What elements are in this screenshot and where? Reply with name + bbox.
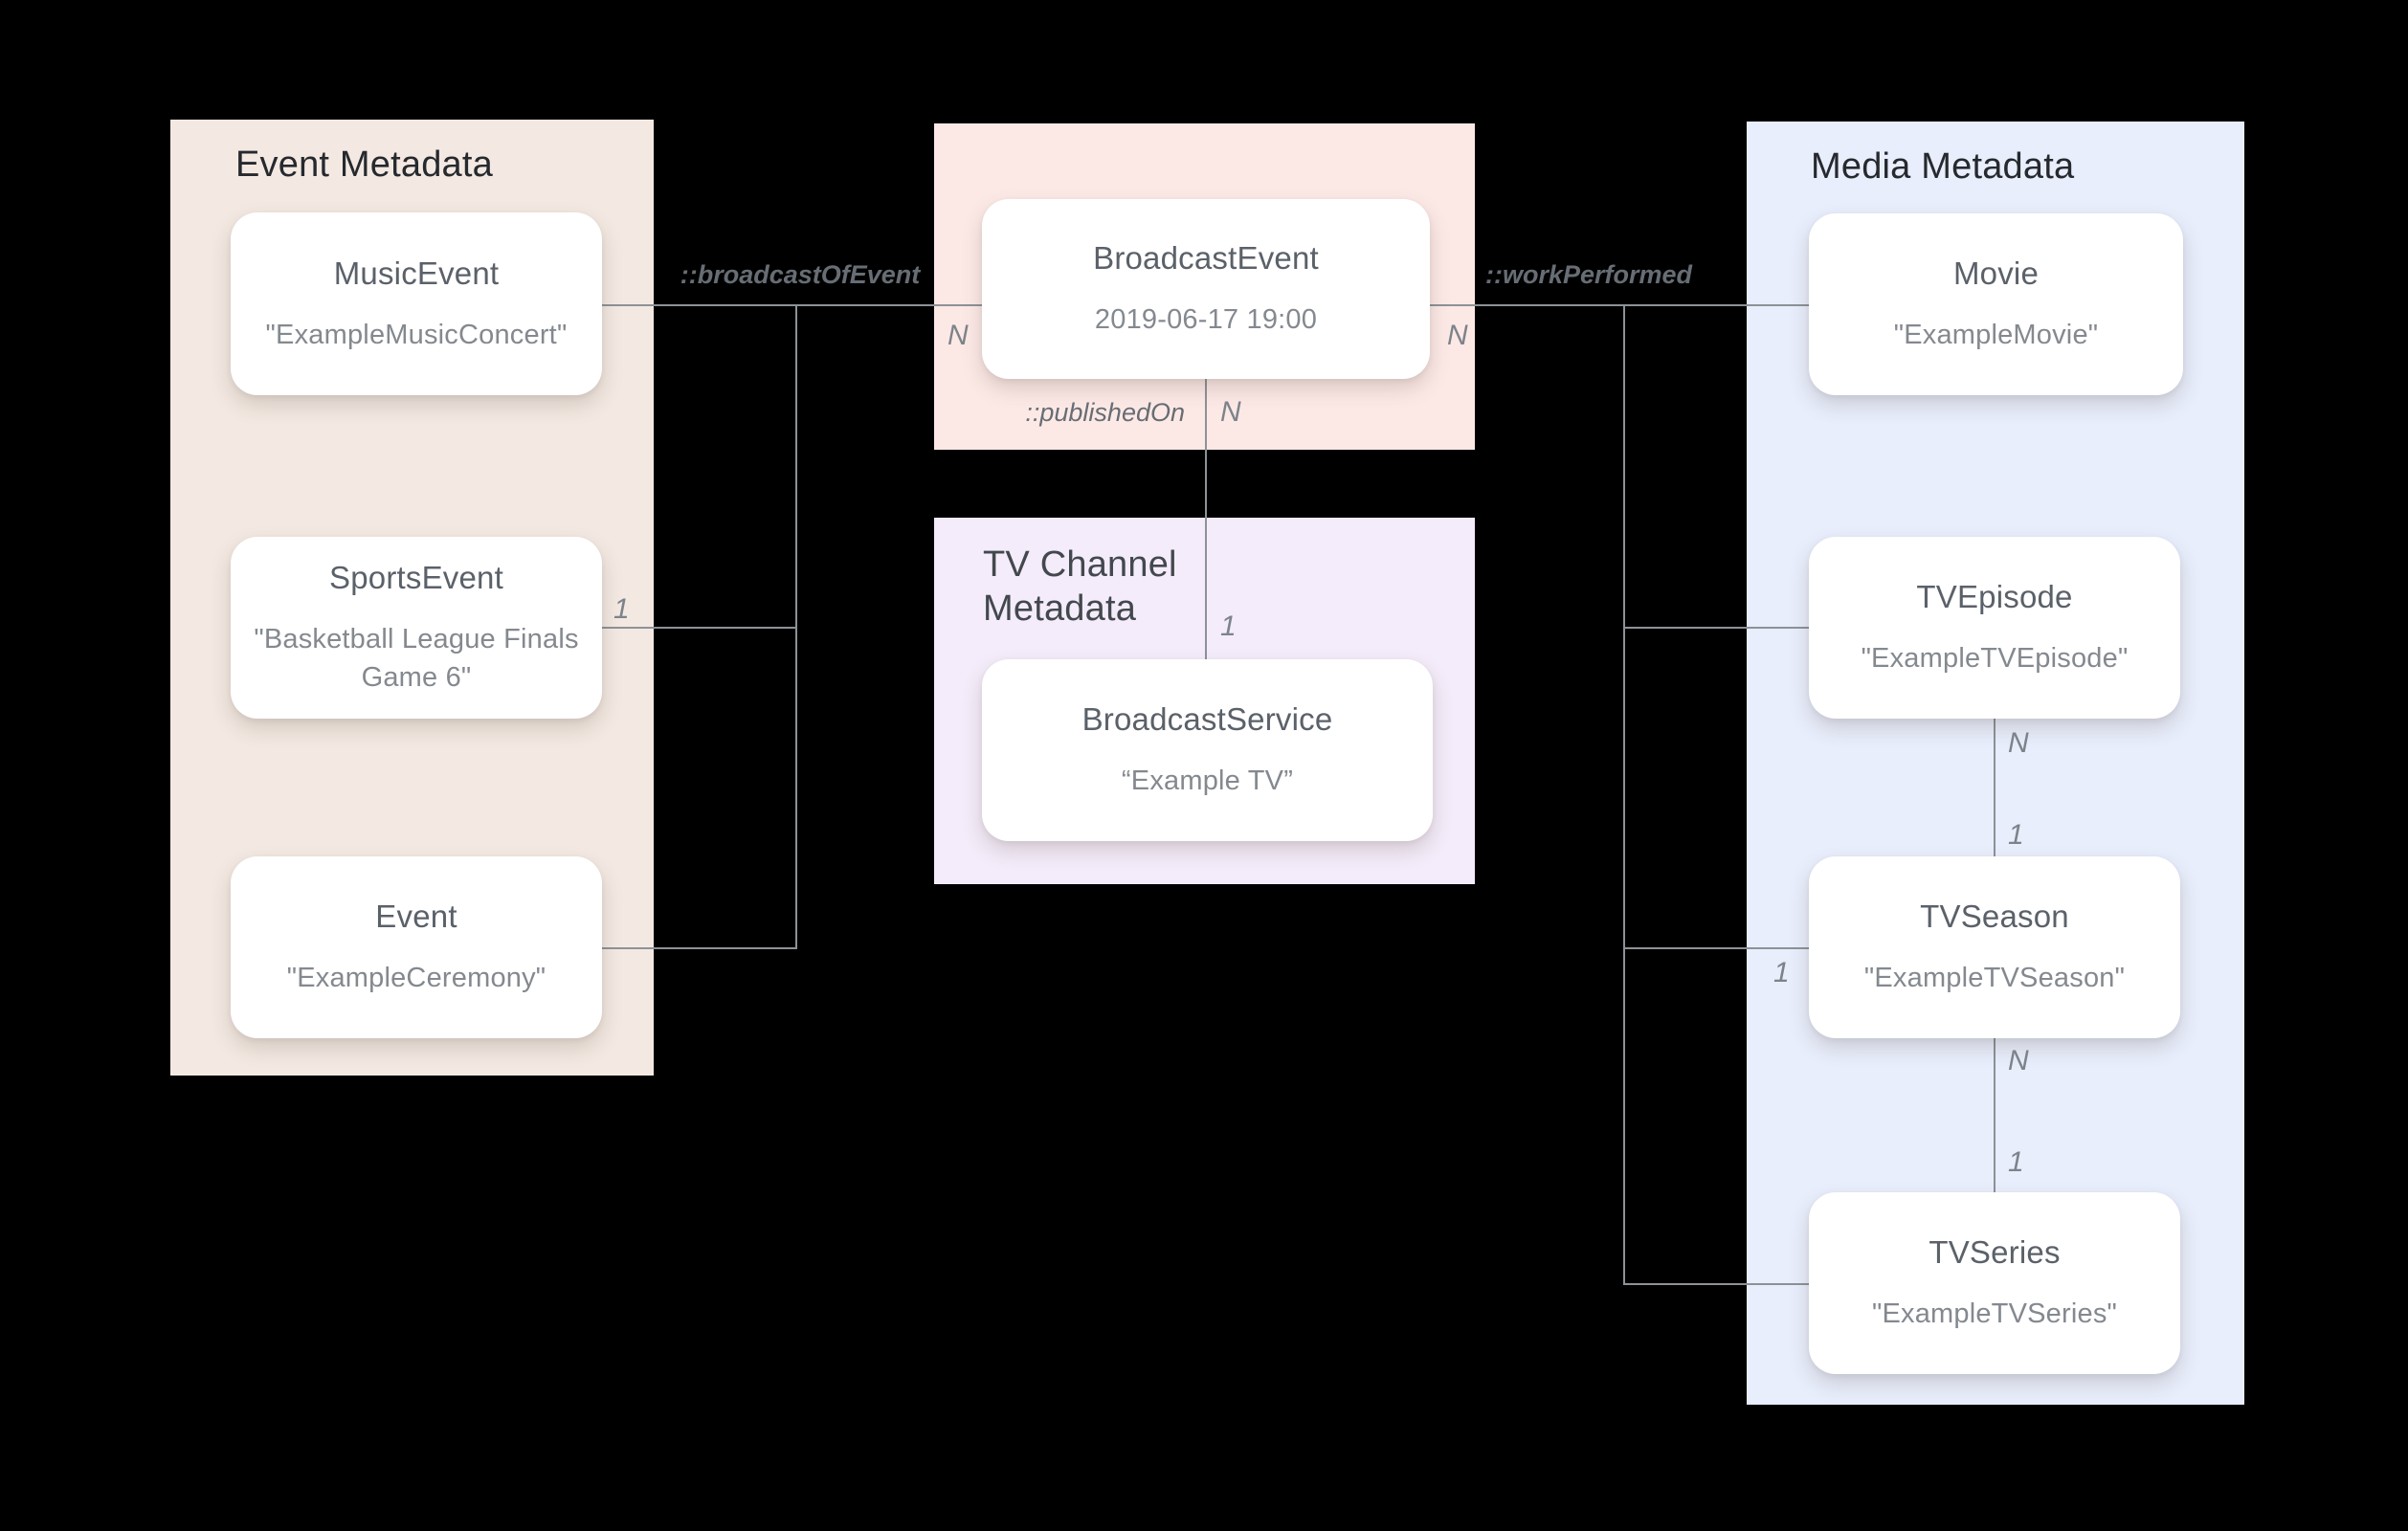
broadcastservice-card: BroadcastService “Example TV” [982,659,1433,841]
event-card: Event "ExampleCeremony" [231,856,602,1038]
tvepisode-card-value: "ExampleTVEpisode" [1861,643,2129,674]
publishedon-relationship-label: ::publishedOn [1025,398,1185,427]
tvseries-card: TVSeries "ExampleTVSeries" [1809,1192,2180,1374]
connector-tvseason-tvseries [1994,1038,1996,1192]
tvseason-card: TVSeason "ExampleTVSeason" [1809,856,2180,1038]
media-metadata-title: Media Metadata [1811,146,2075,187]
event-card-value: "ExampleCeremony" [286,963,546,993]
tvepisode-card-title: TVEpisode [1916,579,2073,614]
sportsevent-card: SportsEvent "Basketball League Finals Ga… [231,537,602,719]
movie-card-title: Movie [1952,255,2040,291]
broadcastevent-card-value: 2019-06-17 19:00 [1094,304,1318,335]
multiplicity-publishedon-n: N [1220,396,1241,428]
event-card-title: Event [375,899,457,934]
movie-card: Movie "ExampleMovie" [1809,213,2183,395]
connector-tvseason-branch [1623,947,1811,949]
broadcastevent-card: BroadcastEvent 2019-06-17 19:00 [982,199,1430,379]
connector-right-vertical [1623,304,1625,1285]
connector-broadcastevent-movie [1430,304,1809,306]
connector-tvepisode-tvseason [1994,719,1996,856]
movie-card-value: "ExampleMovie" [1893,320,2099,350]
connector-musicevent-broadcastevent [602,304,982,306]
connector-publishedon [1205,379,1207,659]
workperformed-relationship-label: ::workPerformed [1485,260,1693,289]
musicevent-card-title: MusicEvent [333,255,500,291]
musicevent-card: MusicEvent "ExampleMusicConcert" [231,212,602,395]
multiplicity-broadcastevent-right: N [1447,320,1468,351]
multiplicity-episode-season-n: N [2008,727,2029,759]
broadcastevent-card-title: BroadcastEvent [1093,240,1319,276]
musicevent-card-value: "ExampleMusicConcert" [265,319,568,350]
tvseason-card-title: TVSeason [1920,899,2069,934]
multiplicity-sportsevent-1: 1 [613,593,630,625]
multiplicity-broadcastservice-1: 1 [1220,610,1237,642]
multiplicity-season-series-n: N [2008,1045,2029,1076]
broadcastservice-card-value: “Example TV” [1121,766,1294,796]
tvseason-card-value: "ExampleTVSeason" [1863,963,2126,993]
connector-tvepisode-branch [1623,627,1811,629]
connector-tvseries-branch [1623,1283,1811,1285]
sportsevent-card-title: SportsEvent [329,560,503,595]
event-metadata-title: Event Metadata [235,144,493,185]
tvepisode-card: TVEpisode "ExampleTVEpisode" [1809,537,2180,719]
tv-channel-metadata-title: TV Channel Metadata [983,544,1177,629]
broadcastservice-card-title: BroadcastService [1081,701,1333,737]
tvseries-card-value: "ExampleTVSeries" [1871,1298,2118,1329]
multiplicity-episode-season-1: 1 [2008,819,2024,851]
multiplicity-tvseason-left-1: 1 [1773,957,1790,988]
connector-sportsevent-branch [602,627,797,629]
multiplicity-broadcastevent-left: N [948,320,969,351]
multiplicity-season-series-1: 1 [2008,1146,2024,1178]
tvseries-card-title: TVSeries [1929,1234,2061,1270]
connector-event-branch [602,947,797,949]
sportsevent-card-value: "Basketball League Finals Game 6" [254,624,579,693]
broadcastofevent-relationship-label: ::broadcastOfEvent [680,260,921,289]
